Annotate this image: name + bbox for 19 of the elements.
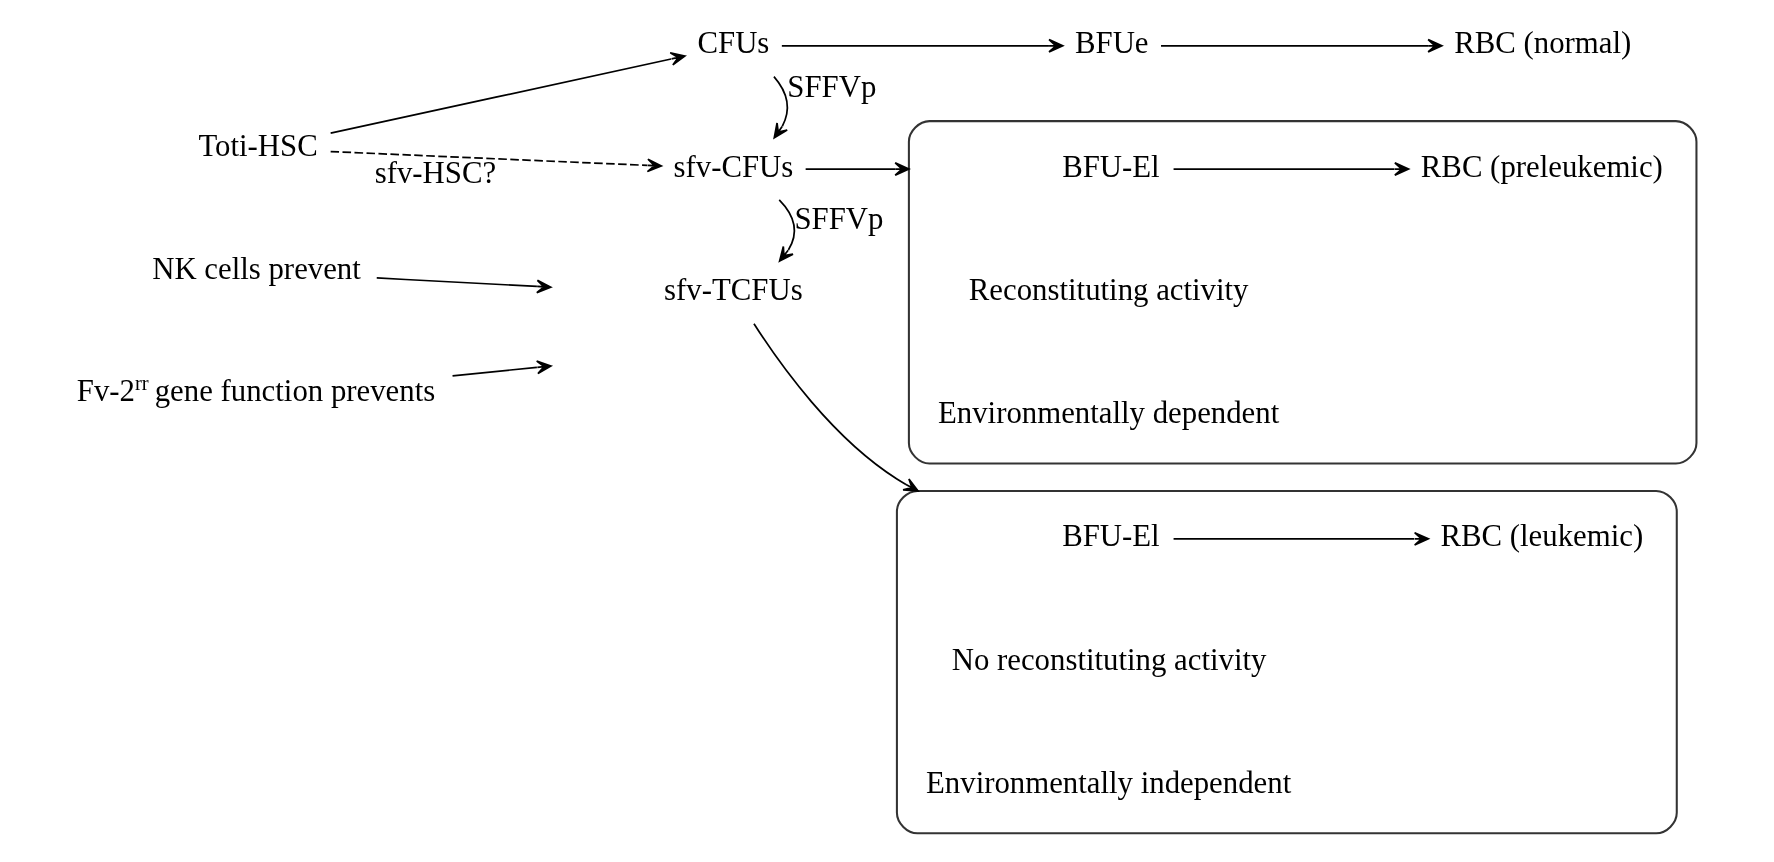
node-text: sfv-TCFUs — [663, 272, 803, 307]
edge-label: SFFVp — [793, 201, 883, 236]
node-text: Environmentally dependent — [937, 396, 1279, 431]
node-text: Reconstituting activity — [968, 272, 1249, 307]
node-text: Environmentally independent — [925, 765, 1291, 800]
node-text: BFU-El — [1061, 149, 1160, 184]
node-text: No reconstituting activity — [951, 642, 1266, 677]
node-text: sfv-CFUs — [672, 149, 793, 184]
edge-label: sfv-HSC? — [374, 156, 496, 191]
node-text: Toti-HSC — [197, 129, 318, 164]
edge-label: SFFVp — [786, 70, 876, 105]
node-text: BFU-El — [1061, 519, 1160, 554]
node-text: BFUe — [1074, 26, 1149, 61]
node-text: Fv-2$^{rr}$ gene function prevents — [76, 371, 435, 408]
node-text: CFUs — [696, 26, 769, 61]
node-text: NK cells prevent — [151, 252, 361, 287]
node-text: RBC (preleukemic) — [1420, 149, 1663, 184]
node-text: RBC (leukemic) — [1440, 519, 1643, 554]
node-text: RBC (normal) — [1453, 26, 1631, 61]
